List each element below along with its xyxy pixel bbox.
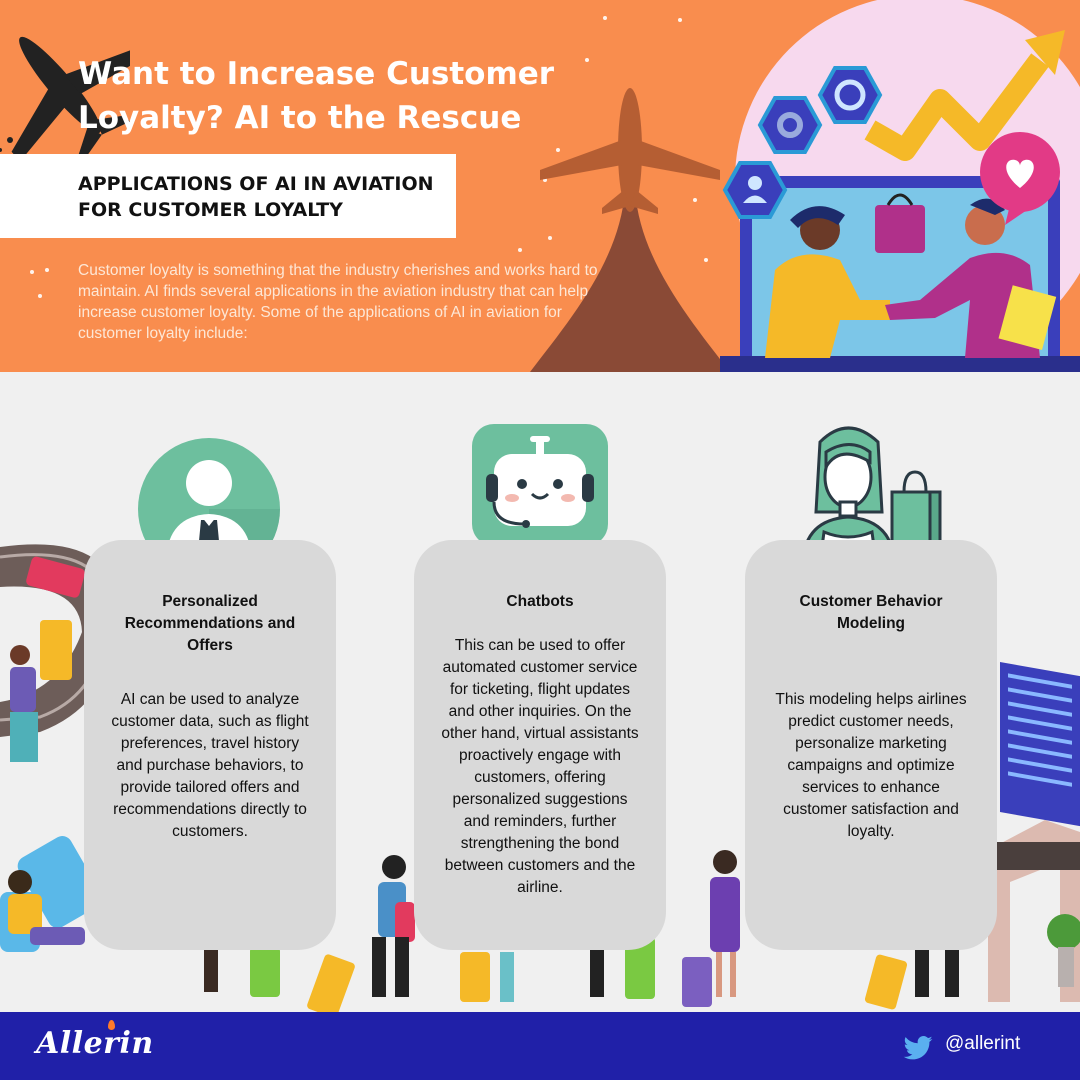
twitter-handle[interactable]: @allerint (945, 1033, 1021, 1054)
header-banner: Want to Increase Customer Loyalty? AI to… (0, 0, 1080, 372)
card-chatbots: Chatbots This can be used to offer autom… (414, 540, 666, 950)
card-body: This modeling helps airlines predict cus… (775, 691, 967, 840)
airplane-icon (0, 36, 130, 160)
card-title: Chatbots (506, 593, 574, 610)
handshake-illustration (720, 0, 1080, 372)
page-title: Want to Increase Customer Loyalty? AI to… (78, 56, 555, 136)
twitter-icon[interactable] (903, 1036, 933, 1060)
card-title: Personalized Recommendations and Offers (124, 593, 296, 654)
intro-paragraph: Customer loyalty is something that the i… (78, 262, 598, 342)
card-body: This can be used to offer automated cust… (441, 637, 639, 896)
page-subtitle: APPLICATIONS OF AI IN AVIATION FOR CUSTO… (78, 173, 434, 221)
flame-icon (108, 1020, 115, 1030)
card-title: Customer Behavior Modeling (799, 593, 943, 632)
card-personalized-offers: Personalized Recommendations and Offers … (84, 540, 336, 950)
footer-bar: Allerin @allerint (0, 1012, 1080, 1080)
airplane-takeoff-icon (530, 88, 730, 372)
brand-logo[interactable]: Allerin (36, 1026, 154, 1061)
card-body: AI can be used to analyze customer data,… (111, 691, 309, 840)
card-behavior-modeling: Customer Behavior Modeling This modeling… (745, 540, 997, 950)
subtitle-banner: APPLICATIONS OF AI IN AVIATION FOR CUSTO… (0, 154, 456, 238)
